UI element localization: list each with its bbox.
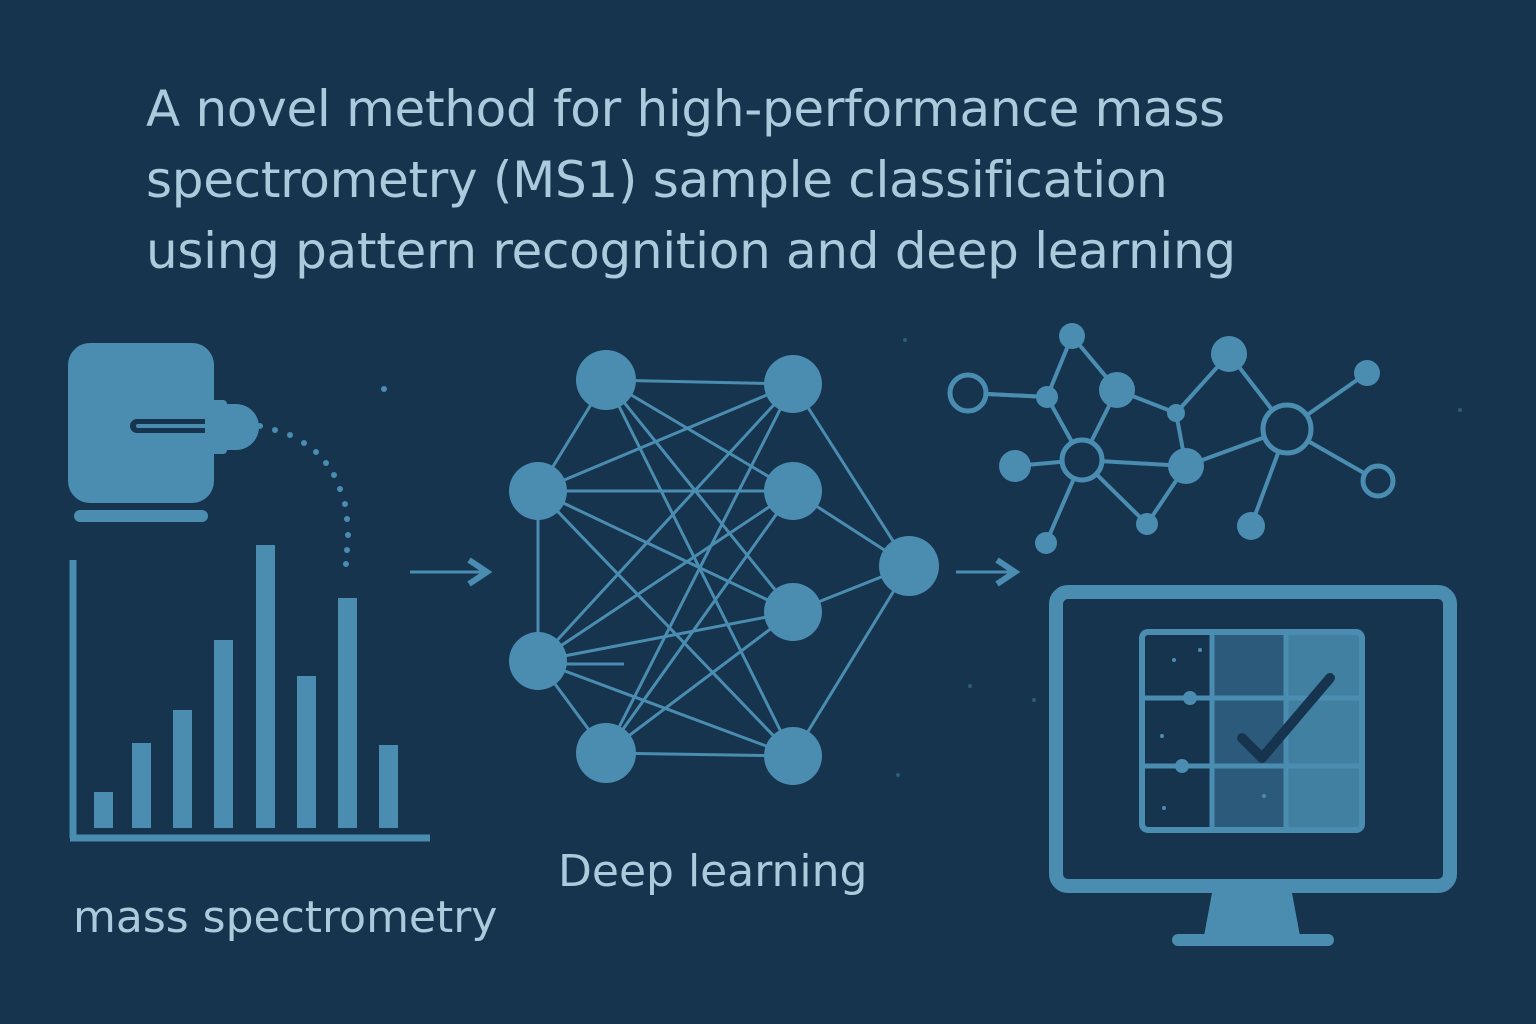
neuron-node [509,632,567,690]
neuron-node [576,723,636,783]
mass-spectrometry-label: mass spectrometry [73,892,498,943]
graph-node [1237,512,1265,540]
spray-dots [257,386,387,567]
neural-network-icon [509,350,939,785]
graph-node [1168,448,1204,484]
title-line-3: using pattern recognition and deep learn… [146,222,1236,280]
graph-node [1036,386,1058,408]
neuron-node [764,355,822,413]
neuron-node [764,727,822,785]
graph-node [1260,402,1314,456]
checkmark-icon [1237,673,1335,763]
neuron-node [764,583,822,641]
graph-node [1059,323,1085,349]
neuron-node [879,536,939,596]
graph-node [1099,372,1135,408]
neuron-node [764,462,822,520]
neuron-node [509,462,567,520]
graph-node [1035,532,1057,554]
deep-learning-label: Deep learning [558,846,868,897]
title-line-2: spectrometry (MS1) sample classification [146,151,1168,209]
mass-spectrometer-icon [68,343,259,522]
graph-node [947,372,989,414]
spectrum-bars-icon [69,545,430,842]
neuron-node [576,350,636,410]
graph-node [1059,437,1105,483]
graph-node [1354,360,1380,386]
graph-node [1167,404,1185,422]
decorative-dots [896,338,1462,777]
monitor-icon [1049,585,1457,946]
graph-node [1211,336,1247,372]
graph-node [999,450,1031,482]
graph-node [1136,513,1158,535]
graph-network-icon [947,323,1396,554]
title-line-1: A novel method for high-performance mass [146,80,1225,138]
graph-node [1360,463,1396,499]
